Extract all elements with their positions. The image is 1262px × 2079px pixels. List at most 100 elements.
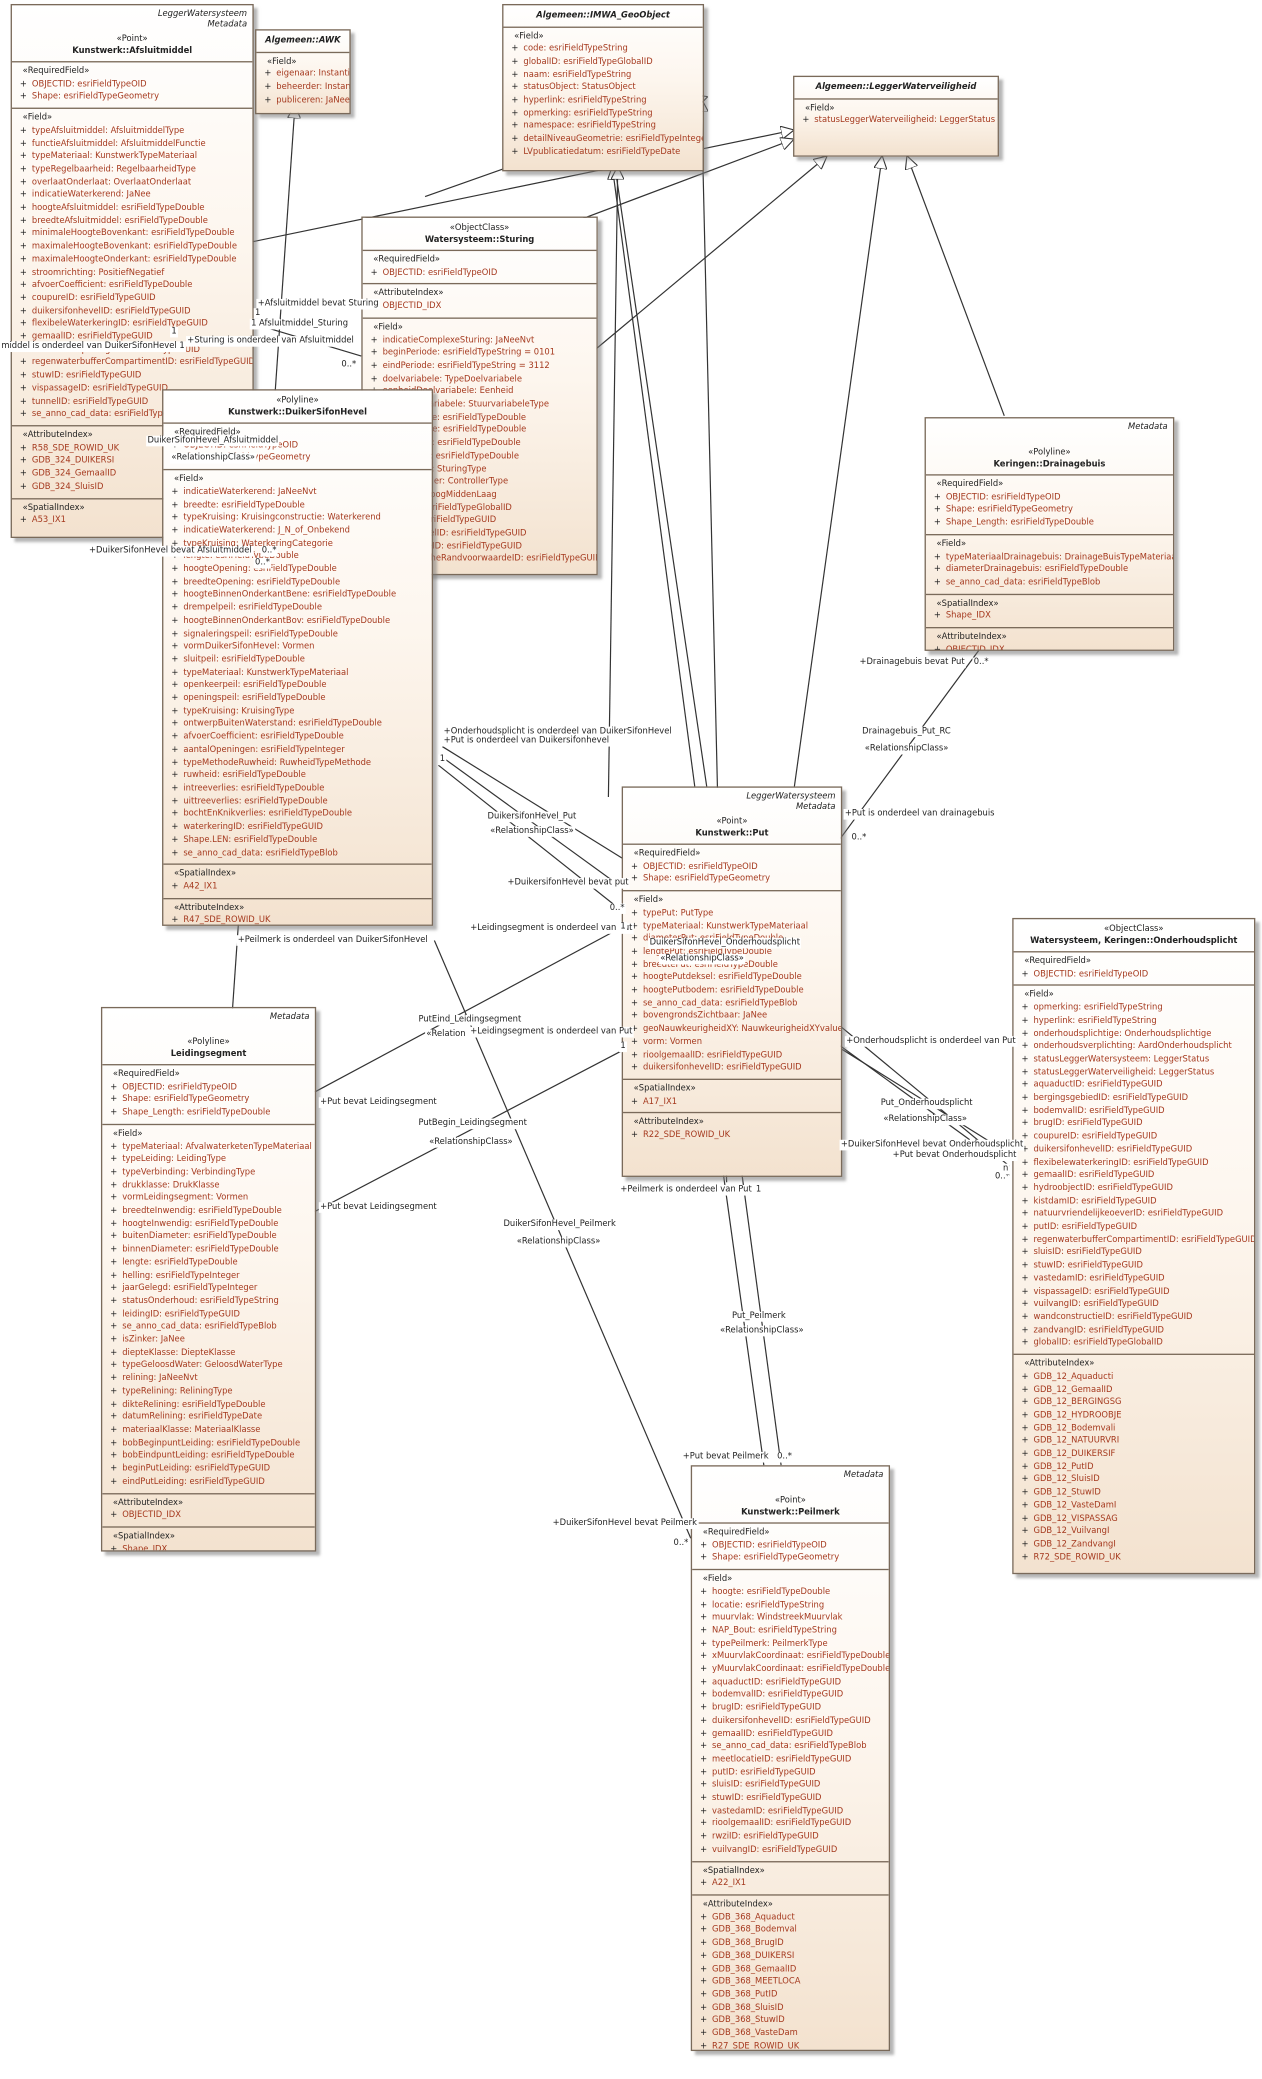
attribute-text: hyperlink: esriFieldTypeString — [523, 95, 647, 105]
public-visibility-icon: + — [171, 835, 179, 845]
attribute-row: +typeMethodeRuwheid: RuwheidTypeMethode — [171, 757, 423, 770]
class-section: «AttributeIndex»+OBJECTID_IDX — [102, 1492, 315, 1526]
attribute-row: +OBJECTID: esriFieldTypeOID — [1022, 968, 1246, 981]
public-visibility-icon: + — [700, 1690, 708, 1700]
attribute-text: flexibelewaterkeringID: esriFieldTypeGUI… — [1033, 1157, 1209, 1168]
association-label: 0..* — [775, 1451, 794, 1463]
attribute-text: Shape_Length: esriFieldTypeDouble — [945, 518, 1094, 528]
public-visibility-icon: + — [264, 82, 272, 92]
class-box-leggerwaterveiligheid[interactable]: Algemeen::LeggerWaterveiligheid«Field»+s… — [793, 75, 999, 157]
class-box-peilmerk[interactable]: Metadata«Point»Kunstwerk::Peilmerk«Requi… — [690, 1465, 891, 2052]
attribute-row: +ruwheid: esriFieldTypeDouble — [171, 770, 423, 783]
public-visibility-icon: + — [19, 293, 27, 303]
public-visibility-icon: + — [19, 396, 27, 406]
section-stereotype: «SpatialIndex» — [22, 502, 85, 513]
public-visibility-icon: + — [630, 1011, 639, 1021]
attribute-text: globalID: esriFieldTypeGlobalID — [382, 503, 512, 513]
class-box-leidingsegment[interactable]: Metadata«Polyline»Leidingsegment«Require… — [100, 1006, 317, 1552]
class-name: Watersysteem::Sturing — [424, 234, 535, 244]
association-label: «RelationshipClass» — [658, 953, 746, 965]
class-section: «RequiredField»+OBJECTID: esriFieldTypeO… — [11, 61, 253, 108]
public-visibility-icon: + — [630, 985, 639, 996]
attribute-row: +kistdamID: esriFieldTypeGUID — [1022, 1195, 1246, 1208]
class-section: «Field»+typeMateriaal: AfvalwaterketenTy… — [102, 1123, 315, 1493]
attribute-text: brugID: esriFieldTypeGUID — [712, 1703, 822, 1713]
section-stereotype: «SpatialIndex» — [112, 1531, 175, 1541]
class-section: «Field»+statusLeggerWaterveiligheid: Leg… — [794, 97, 998, 132]
public-visibility-icon: + — [19, 241, 27, 252]
association-label: 0..* — [608, 903, 626, 914]
attribute-text: drukklasse: DrukKlasse — [122, 1180, 220, 1190]
public-visibility-icon: + — [700, 2002, 708, 2013]
attribute-text: duikersifonhevelID: esriFieldTypeGUID — [31, 306, 191, 316]
attribute-text: isZinker: JaNee — [122, 1335, 185, 1345]
attribute-row: +vispassageID: esriFieldTypeGUID — [1022, 1285, 1246, 1298]
attribute-row: +vuilvangID: esriFieldTypeGUID — [1022, 1298, 1246, 1311]
attribute-row: +GDB_368_Bodemval — [700, 1924, 881, 1937]
class-box-geoobject[interactable]: Algemeen::IMWA_GeoObject«Field»+code: es… — [502, 3, 705, 172]
public-visibility-icon: + — [511, 69, 519, 80]
public-visibility-icon: + — [700, 1728, 708, 1739]
attribute-row: +datumRelining: esriFieldTypeDate — [110, 1411, 307, 1424]
public-visibility-icon: + — [511, 56, 519, 67]
public-visibility-icon: + — [171, 693, 179, 703]
class-section: «Field»+hoogte: esriFieldTypeDouble+loca… — [692, 1568, 889, 1861]
attribute-text: GDB_12_NATUURVRI — [1033, 1436, 1120, 1446]
class-section: «AttributeIndex»+GDB_368_Aquaduct+GDB_36… — [692, 1894, 889, 2050]
attribute-row: +bovengrondsZichtbaar: JaNee — [631, 1010, 833, 1023]
attribute-text: bergingsgebiedID: esriFieldTypeGUID — [1033, 1093, 1189, 1103]
section-stereotype: «RequiredField» — [22, 66, 90, 76]
association-label: +Put bevat Leidingsegment — [318, 1097, 439, 1108]
class-section: «SpatialIndex»+A42_IX1 — [163, 863, 432, 898]
attribute-text: typeKruising: Kruisingconstructie: Water… — [183, 513, 381, 523]
class-box-onderhoudsplicht[interactable]: «ObjectClass»Watersysteem, Keringen::Ond… — [1012, 917, 1256, 1575]
attribute-row: +minimaleHoogteBovenkant: esriFieldTypeD… — [20, 228, 244, 241]
public-visibility-icon: + — [700, 1793, 708, 1803]
attribute-row: +Shape_Length: esriFieldTypeDouble — [110, 1107, 307, 1120]
section-stereotype: «Field» — [1024, 990, 1054, 1000]
class-header: «ObjectClass»Watersysteem, Keringen::Ond… — [1014, 919, 1254, 951]
class-name: Kunstwerk::Peilmerk — [741, 1507, 840, 1517]
attribute-text: eenheidDoelvariabele: Eenheid — [382, 387, 514, 397]
association-line — [314, 925, 625, 1093]
attribute-row: +GDB_324_DUIKERSI — [20, 455, 244, 468]
public-visibility-icon: + — [1021, 1080, 1029, 1090]
public-visibility-icon: + — [630, 921, 639, 931]
attribute-text: stroomrichting: PositiefNegatief — [31, 267, 165, 278]
attribute-text: hoogteBinnenOnderkantBov: esriFieldTypeD… — [183, 616, 391, 626]
attribute-row: +vormDuikerSifonHevel: Vormen — [171, 641, 423, 654]
attribute-row: +OBJECTID: esriFieldTypeOID — [110, 1081, 307, 1094]
attribute-row: +diameterDrainagebuis: esriFieldTypeDoub… — [934, 564, 1165, 577]
class-header: «ObjectClass»Watersysteem::Sturing — [363, 218, 597, 250]
attribute-row: +GDB_12_NATUURVRI — [1022, 1435, 1246, 1448]
public-visibility-icon: + — [110, 1425, 118, 1435]
attribute-row: +locatie: esriFieldTypeString — [700, 1599, 881, 1612]
public-visibility-icon: + — [171, 525, 179, 536]
public-visibility-icon: + — [630, 972, 639, 983]
public-visibility-icon: + — [110, 1296, 118, 1306]
class-box-duiker[interactable]: «Polyline»Kunstwerk::DuikerSifonHevel«Re… — [162, 389, 434, 926]
public-visibility-icon: + — [19, 515, 27, 525]
public-visibility-icon: + — [171, 616, 179, 626]
class-box-awk[interactable]: Algemeen::AWK«Field»+eigenaar: Instantie… — [255, 29, 351, 115]
public-visibility-icon: + — [1021, 1325, 1029, 1335]
class-header: Algemeen::AWK — [256, 31, 349, 52]
attribute-row: +flexibelewaterkeringID: esriFieldTypeGU… — [1022, 1156, 1246, 1169]
public-visibility-icon: + — [370, 267, 378, 278]
attribute-row: +statusLeggerWatersysteem: LeggerStatus — [1022, 1053, 1246, 1066]
public-visibility-icon: + — [19, 469, 27, 479]
attribute-text: GDB_324_DUIKERSI — [31, 456, 115, 466]
association-label: 0..* — [972, 657, 990, 669]
class-section: «Field»+typePut: PutType+typeMateriaal: … — [623, 890, 841, 1078]
attribute-text: eindPeriode: esriFieldTypeString = 3112 — [382, 361, 550, 371]
attribute-text: bodemvalID: esriFieldTypeGUID — [1033, 1106, 1165, 1116]
attribute-row: +vormLeidingsegment: Vormen — [110, 1192, 307, 1205]
attribute-text: locatie: esriFieldTypeString — [712, 1600, 825, 1610]
attribute-text: GDB_12_HYDROOBJE — [1033, 1410, 1122, 1420]
class-box-drainagebuis[interactable]: Metadata«Polyline»Keringen::Drainagebuis… — [924, 417, 1175, 651]
public-visibility-icon: + — [1021, 1028, 1029, 1039]
attribute-row: +waterkeringID: esriFieldTypeGUID — [171, 821, 423, 834]
class-name: Keringen::Drainagebuis — [993, 458, 1106, 469]
